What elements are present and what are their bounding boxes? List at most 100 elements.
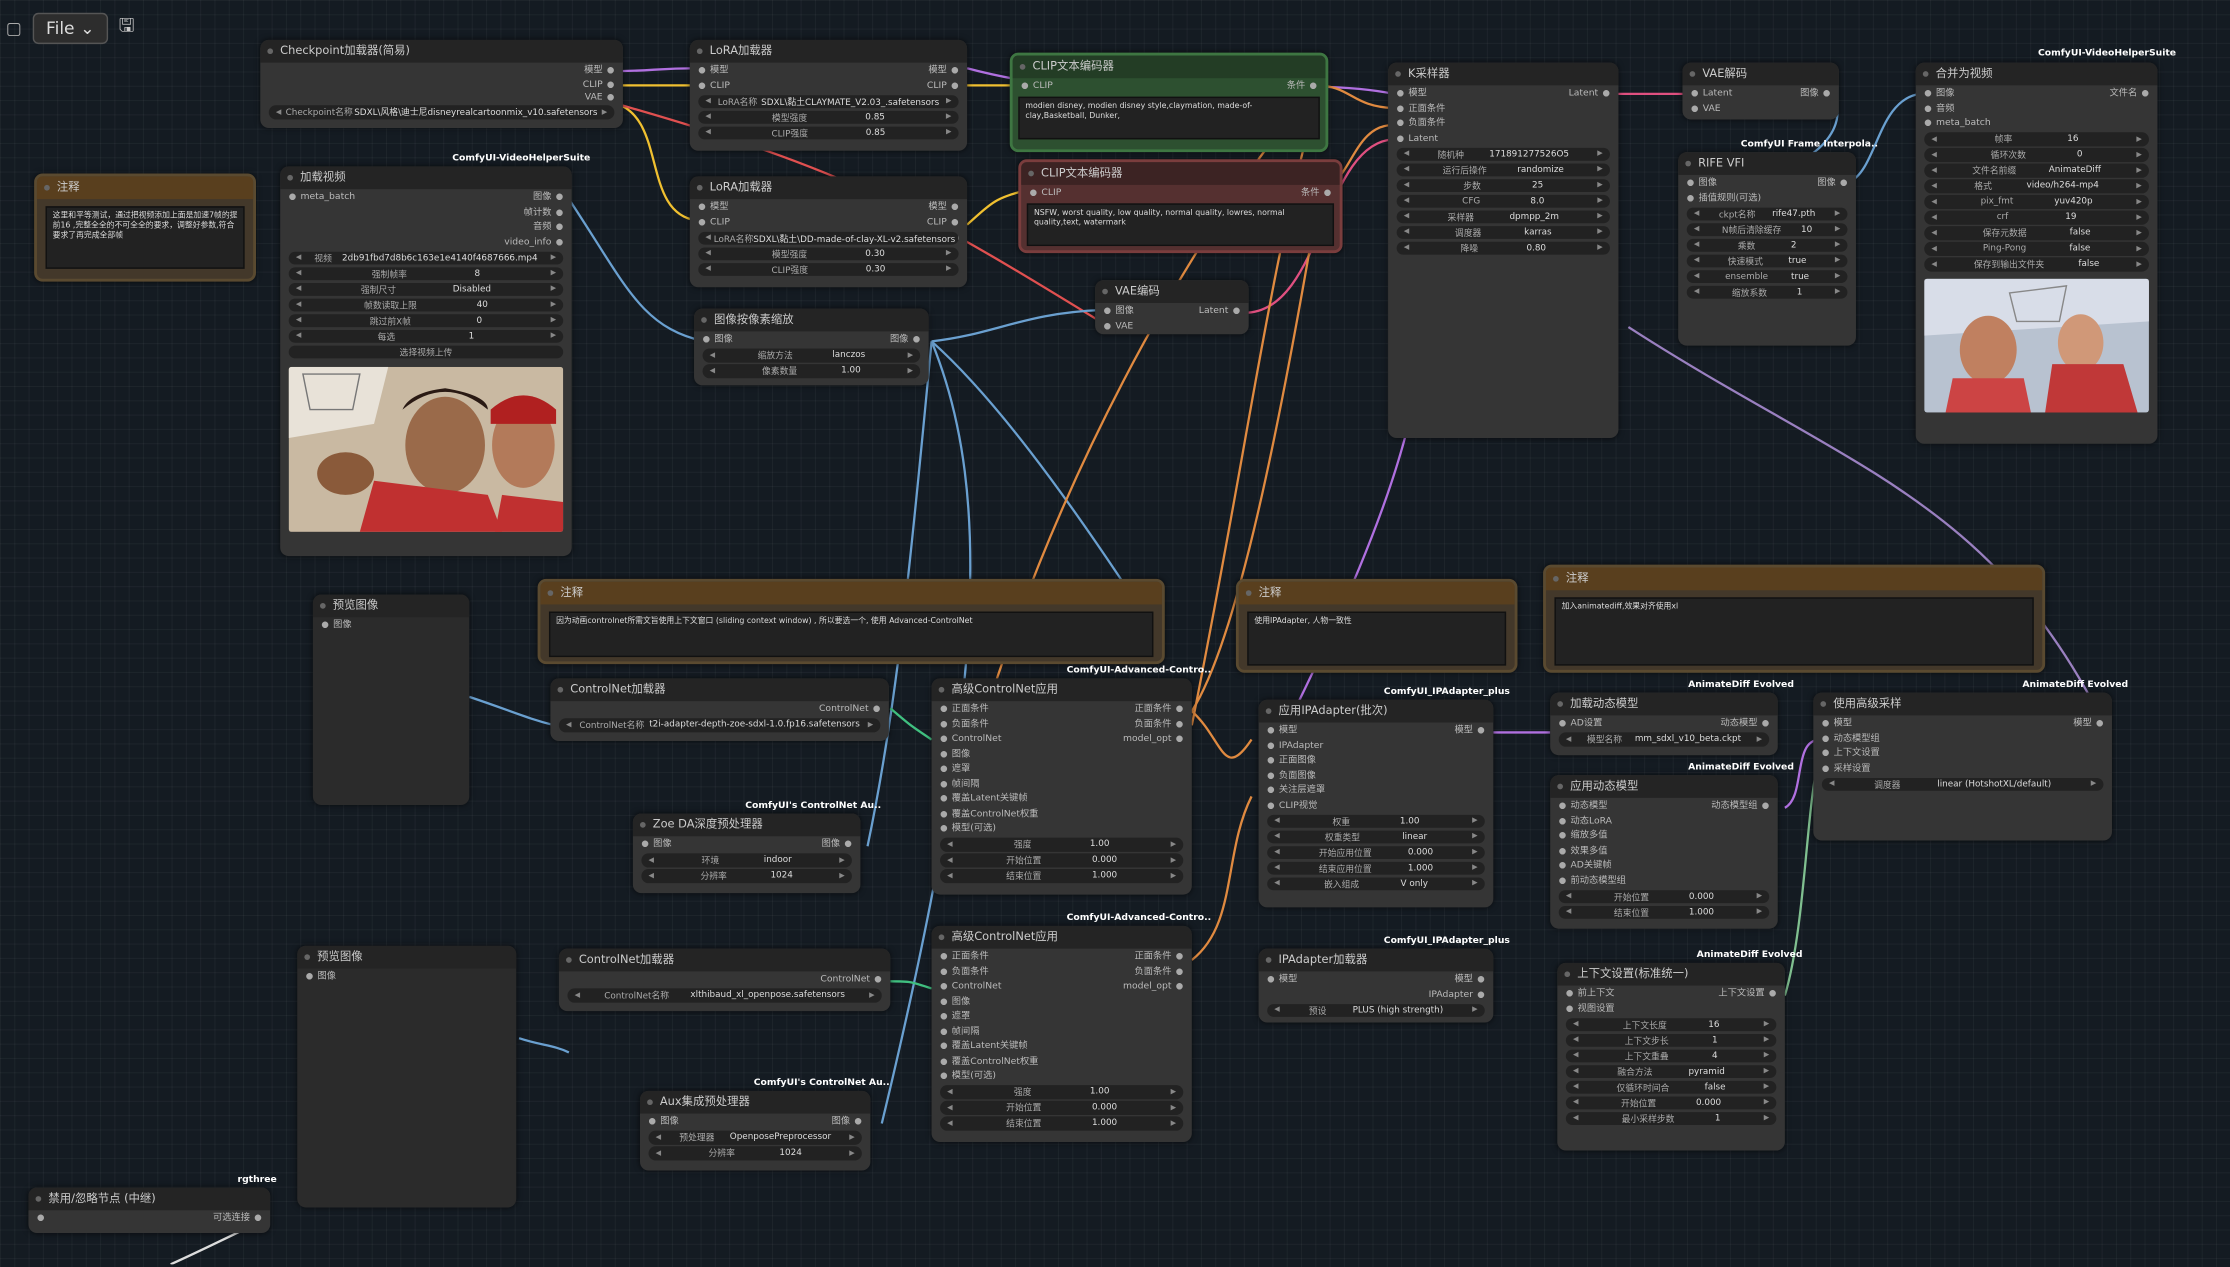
input-model[interactable]: 模型 (698, 199, 728, 214)
input-attn-mask[interactable]: 关注层遮罩 (1267, 782, 1325, 797)
checkpoint-loader-node[interactable]: Checkpoint加载器(简易) 模型 CLIP VAE Checkpoint… (260, 39, 623, 128)
upload-video-button[interactable]: 选择视频上传 (288, 344, 564, 359)
output-ipadapter[interactable]: IPAdapter (1429, 986, 1485, 1001)
input-image[interactable]: 图像 (1104, 303, 1133, 318)
input-effect-multival[interactable]: 效果多值 (1559, 843, 1607, 858)
input-context-options[interactable]: 上下文设置 (1822, 745, 1880, 760)
output-image[interactable]: 图像 (1817, 175, 1847, 190)
input-ad-keyframes[interactable]: AD关键帧 (1559, 858, 1611, 873)
input-prev-m-models[interactable]: 前动态模型组 (1559, 873, 1625, 888)
output-controlnet[interactable]: ControlNet (819, 701, 880, 716)
input-negative[interactable]: 负面条件 (940, 964, 989, 979)
input-motion-lora[interactable]: 动态LoRA (1559, 813, 1612, 828)
input-connection[interactable] (37, 1210, 49, 1225)
output-latent[interactable]: Latent (1569, 85, 1610, 100)
output-clip[interactable]: CLIP (927, 78, 959, 93)
output-video-info[interactable]: video_info (504, 234, 563, 249)
note-node-1[interactable]: 注释 这里和平等测试，通过把视频添加上面是加速7帧的提前16 ,完整全全的不可全… (34, 173, 256, 282)
input-image[interactable]: 图像 (703, 331, 732, 346)
input-images[interactable]: 图像 (306, 969, 336, 984)
input-positive[interactable]: 正面条件 (940, 701, 989, 716)
output-model[interactable]: 模型 (928, 199, 958, 214)
input-image[interactable]: 图像 (940, 746, 970, 761)
input-scale-multival[interactable]: 缩放多值 (1559, 828, 1607, 843)
output-model[interactable]: 模型 (1455, 971, 1485, 986)
input-model[interactable]: 模型 (1397, 85, 1426, 100)
lora-name-widget[interactable]: LoRA名称SDXL\黏土\DD-made-of-clay-XL-v2.safe… (698, 231, 959, 245)
multiplier-widget[interactable]: 乘数2 (1686, 238, 1848, 252)
output-model[interactable]: 模型 (1455, 722, 1485, 737)
input-model[interactable]: 模型 (1267, 971, 1297, 986)
preview-image-node-2[interactable]: 预览图像 图像 (297, 945, 517, 1208)
output-negative[interactable]: 负面条件 (1135, 716, 1184, 731)
input-meta-batch[interactable]: meta_batch (1924, 115, 1991, 130)
input-meta-batch[interactable]: meta_batch (289, 189, 355, 204)
output-image[interactable]: 图像 (533, 189, 563, 204)
output-clip[interactable]: CLIP (927, 214, 959, 229)
weight-widget[interactable]: 权重1.00 (1267, 814, 1485, 828)
output-latent[interactable]: Latent (1199, 303, 1240, 318)
save-icon[interactable]: 🖫 (118, 15, 135, 37)
output-model-opt[interactable]: model_opt (1123, 731, 1183, 746)
input-negative[interactable]: 负面条件 (1397, 115, 1445, 130)
input-images[interactable]: 图像 (1924, 85, 1954, 100)
note-node-2[interactable]: 注释 因为动画controlnet所需文旨使用上下文窗口 (sliding co… (537, 578, 1165, 665)
output-positive[interactable]: 正面条件 (1135, 701, 1184, 716)
input-images[interactable]: 图像 (321, 617, 351, 632)
strength-widget[interactable]: 强度1.00 (940, 837, 1184, 852)
output-model[interactable]: 模型 (584, 63, 614, 78)
input-positive[interactable]: 正面条件 (1397, 100, 1445, 115)
output-image[interactable]: 图像 (890, 331, 920, 346)
input-latent[interactable]: Latent (1397, 130, 1438, 145)
input-frames[interactable]: 图像 (1687, 175, 1716, 190)
output-motion-model[interactable]: 动态模型 (1721, 715, 1770, 730)
input-clip-vision[interactable]: CLIP视觉 (1267, 797, 1317, 812)
input-prev-context[interactable]: 前上下文 (1566, 986, 1615, 1001)
